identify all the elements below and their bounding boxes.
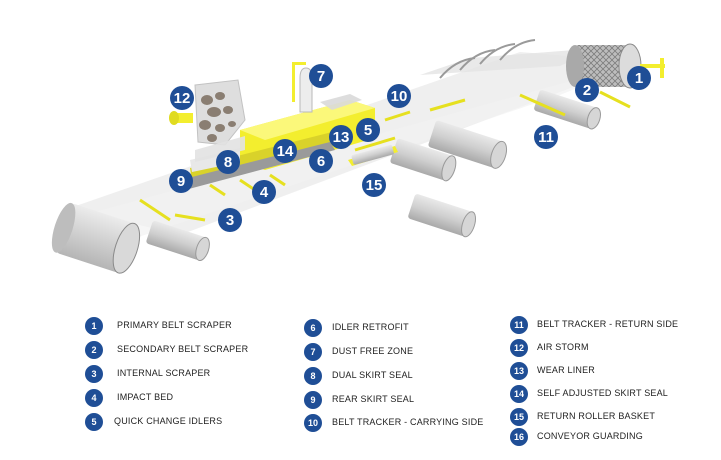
legend-label: BELT TRACKER - CARRYING SIDE — [332, 417, 484, 427]
callout-marker-circle — [273, 139, 297, 163]
callout-marker-circle — [362, 173, 386, 197]
callout-marker-number: 3 — [226, 212, 234, 229]
callout-marker-circle — [329, 125, 353, 149]
callout-marker-number: 9 — [177, 173, 185, 190]
callout-marker-number: 8 — [224, 154, 232, 171]
legend-number-badge: 12 — [510, 339, 528, 357]
legend-label: IMPACT BED — [117, 392, 174, 402]
tail-drum — [51, 202, 141, 274]
legend-label: SELF ADJUSTED SKIRT SEAL — [537, 388, 669, 398]
legend-label: RETURN ROLLER BASKET — [537, 411, 656, 421]
callout-marker-circle — [252, 180, 276, 204]
legend-number-badge: 15 — [510, 408, 528, 426]
callout-marker-2: 2 — [575, 78, 599, 102]
legend-number-badge: 5 — [85, 413, 103, 431]
callout-marker-6: 6 — [309, 149, 333, 173]
callout-marker-circle — [216, 150, 240, 174]
legend-label: BELT TRACKER - RETURN SIDE — [537, 319, 679, 329]
legend-label: DUST FREE ZONE — [332, 346, 414, 356]
callout-marker-3: 3 — [218, 208, 242, 232]
callout-marker-circle — [170, 86, 194, 110]
callout-marker-number: 10 — [391, 88, 408, 105]
legend-label: QUICK CHANGE IDLERS — [114, 416, 223, 426]
legend-number-badge: 3 — [85, 365, 103, 383]
callout-marker-circle — [627, 66, 651, 90]
callout-marker-8: 8 — [216, 150, 240, 174]
callout-marker-number: 4 — [260, 184, 269, 201]
callout-marker-number: 15 — [366, 177, 383, 194]
callout-marker-circle — [356, 118, 380, 142]
legend-number-badge: 4 — [85, 389, 103, 407]
legend-number-badge: 14 — [510, 385, 528, 403]
legend-label: AIR STORM — [537, 342, 589, 352]
callout-marker-7: 7 — [309, 64, 333, 88]
callout-marker-10: 10 — [387, 84, 411, 108]
legend-label: SECONDARY BELT SCRAPER — [117, 344, 249, 354]
legend-label: WEAR LINER — [537, 365, 596, 375]
callout-marker-number: 5 — [364, 122, 372, 139]
callout-marker-5: 5 — [356, 118, 380, 142]
callout-marker-1: 1 — [627, 66, 651, 90]
callout-marker-circle — [534, 125, 558, 149]
yellow-supports — [139, 90, 631, 222]
legend-number-badge: 7 — [304, 343, 322, 361]
callout-marker-circle — [309, 149, 333, 173]
callout-marker-number: 6 — [317, 153, 325, 170]
callout-marker-number: 7 — [317, 68, 325, 85]
legend-label: PRIMARY BELT SCRAPER — [117, 320, 232, 330]
legend-label: CONVEYOR GUARDING — [537, 431, 643, 441]
callout-marker-12: 12 — [170, 86, 194, 110]
legend-number-badge: 6 — [304, 319, 322, 337]
legend-number-badge: 10 — [304, 414, 322, 432]
legend-number-badge: 16 — [510, 428, 528, 446]
callout-marker-number: 14 — [277, 143, 294, 160]
callout-marker-14: 14 — [273, 139, 297, 163]
legend-number-badge: 2 — [85, 341, 103, 359]
callout-marker-number: 1 — [635, 70, 643, 87]
feed-hopper — [169, 79, 246, 146]
callout-marker-9: 9 — [169, 169, 193, 193]
callout-marker-number: 2 — [583, 82, 591, 99]
callout-marker-circle — [169, 169, 193, 193]
legend-label: IDLER RETROFIT — [332, 322, 409, 332]
carrying-idlers — [439, 39, 536, 79]
legend-label: DUAL SKIRT SEAL — [332, 370, 413, 380]
callout-marker-number: 13 — [333, 129, 350, 146]
legend-label: REAR SKIRT SEAL — [332, 394, 415, 404]
return-rollers — [146, 90, 601, 262]
callout-marker-circle — [575, 78, 599, 102]
callout-marker-circle — [309, 64, 333, 88]
callout-marker-11: 11 — [534, 125, 558, 149]
callout-marker-15: 15 — [362, 173, 386, 197]
dust-collector — [292, 62, 313, 113]
callout-marker-circle — [387, 84, 411, 108]
callout-marker-number: 11 — [538, 129, 554, 146]
callout-marker-13: 13 — [329, 125, 353, 149]
transfer-hood — [195, 94, 362, 162]
legend-number-badge: 8 — [304, 367, 322, 385]
return-roller-basket — [348, 144, 398, 166]
legend-number-badge: 1 — [85, 317, 103, 335]
callout-marker-4: 4 — [252, 180, 276, 204]
callout-marker-circle — [218, 208, 242, 232]
legend-label: INTERNAL SCRAPER — [117, 368, 211, 378]
callout-marker-number: 12 — [174, 90, 191, 107]
legend-number-badge: 13 — [510, 362, 528, 380]
legend-number-badge: 11 — [510, 316, 528, 334]
legend-number-badge: 9 — [304, 391, 322, 409]
